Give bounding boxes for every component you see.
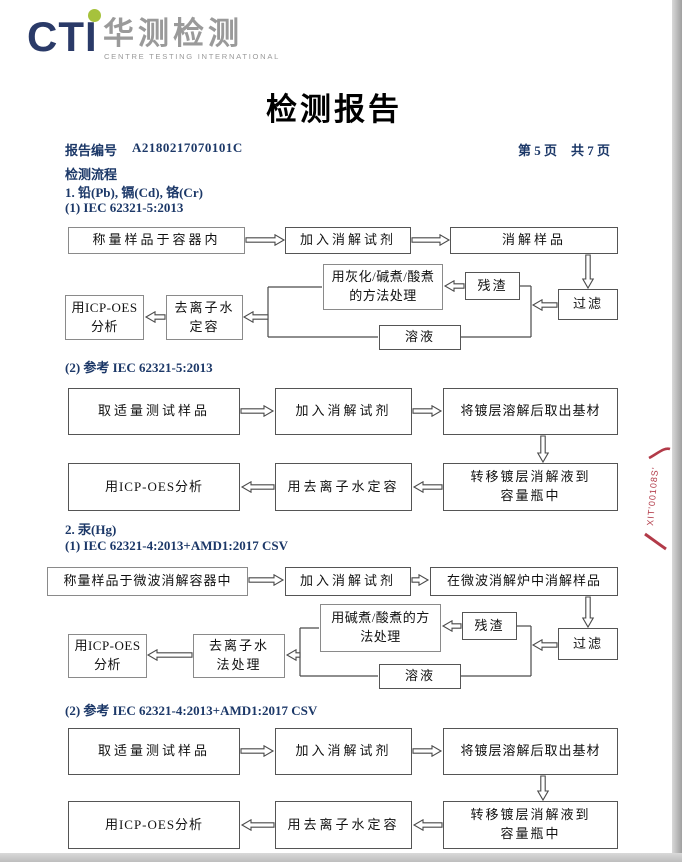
flow-c-box-treat: 用碱煮/酸煮的方法处理 bbox=[320, 604, 441, 652]
hollow-arrow-icon bbox=[240, 744, 275, 758]
flow-a-box-digest: 消解样品 bbox=[450, 227, 618, 254]
flow-a-box-filter: 过滤 bbox=[558, 289, 618, 320]
section-2-method-1: (1) IEC 62321-4:2013+AMD1:2017 CSV bbox=[65, 538, 288, 553]
hollow-arrow-icon bbox=[240, 480, 275, 494]
flow-c-box-add-reagent: 加入消解试剂 bbox=[285, 567, 411, 596]
flow-a-box-add-reagent: 加入消解试剂 bbox=[285, 227, 411, 254]
flow-b-box-add-reagent: 加入消解试剂 bbox=[275, 388, 412, 435]
flow-d-box-dilute: 用去离子水定容 bbox=[275, 801, 412, 849]
flow-a-box-residue: 残渣 bbox=[465, 272, 520, 300]
stamp-arc-bottom bbox=[644, 532, 667, 551]
flow-b-box-analyze: 用ICP-OES分析 bbox=[68, 463, 240, 511]
flow-d-box-dissolve: 将镀层溶解后取出基材 bbox=[443, 728, 618, 775]
red-stamp: XIT'00108S' bbox=[644, 447, 671, 551]
hollow-arrow-icon bbox=[146, 648, 193, 662]
section-1-method-2: (2) 参考 IEC 62321-5:2013 bbox=[65, 360, 213, 375]
logo-english-name: CENTRE TESTING INTERNATIONAL bbox=[104, 52, 281, 61]
flow-a-box-weigh: 称量样品于容器内 bbox=[68, 227, 245, 254]
report-no-label: 报告编号 bbox=[65, 143, 118, 158]
hollow-arrow-icon bbox=[240, 404, 275, 418]
hollow-arrow-icon bbox=[536, 775, 550, 802]
scan-edge-bottom bbox=[0, 853, 682, 862]
stamp-arc-top bbox=[648, 447, 671, 460]
flow-b-box-sample: 取适量测试样品 bbox=[68, 388, 240, 435]
flow-c-box-residue: 残渣 bbox=[462, 612, 517, 640]
logo-chinese-name: 华测检测 bbox=[103, 16, 243, 51]
hollow-arrow-icon bbox=[531, 638, 558, 652]
flow-d-box-transfer: 转移镀层消解液到容量瓶中 bbox=[443, 801, 618, 849]
hollow-arrow-icon bbox=[412, 744, 443, 758]
report-no-value: A2180217070101C bbox=[132, 140, 243, 155]
page-total: 共 7 页 bbox=[571, 143, 611, 158]
flow-b-box-dilute: 用去离子水定容 bbox=[275, 463, 412, 511]
section-2-title: 2. 汞(Hg) bbox=[65, 522, 117, 537]
hollow-arrow-icon bbox=[531, 298, 558, 312]
section-1-method-1: (1) IEC 62321-5:2013 bbox=[65, 200, 184, 215]
flow-b-box-dissolve: 将镀层溶解后取出基材 bbox=[443, 388, 618, 435]
section-2-method-2: (2) 参考 IEC 62321-4:2013+AMD1:2017 CSV bbox=[65, 703, 318, 718]
hollow-arrow-icon bbox=[144, 310, 166, 324]
stamp-text: XIT'00108S' bbox=[645, 466, 660, 526]
hollow-arrow-icon bbox=[412, 480, 443, 494]
hollow-arrow-icon bbox=[411, 233, 451, 247]
cti-logo: CTI bbox=[27, 13, 98, 60]
hollow-arrow-icon bbox=[441, 619, 462, 633]
flow-c-box-solution: 溶液 bbox=[379, 664, 461, 689]
report-title: 检测报告 bbox=[266, 92, 402, 127]
hollow-arrow-icon bbox=[411, 573, 430, 587]
flow-d-box-add-reagent: 加入消解试剂 bbox=[275, 728, 412, 775]
flow-c-box-weigh: 称量样品于微波消解容器中 bbox=[47, 567, 248, 596]
section-1-title: 1. 铅(Pb), 镉(Cd), 铬(Cr) bbox=[65, 185, 203, 200]
hollow-arrow-icon bbox=[412, 404, 443, 418]
flow-c-box-dilute: 去离子水法处理 bbox=[193, 634, 285, 678]
hollow-arrow-icon bbox=[245, 233, 286, 247]
page-current: 第 5 页 bbox=[518, 143, 558, 158]
hollow-arrow-icon bbox=[285, 648, 301, 662]
hollow-arrow-icon bbox=[581, 596, 595, 629]
flow-c-box-digest: 在微波消解炉中消解样品 bbox=[430, 567, 618, 596]
scan-edge-right bbox=[672, 0, 682, 862]
flow-a-box-treat: 用灰化/碱煮/酸煮的方法处理 bbox=[323, 264, 443, 310]
flow-a-box-solution: 溶液 bbox=[379, 325, 461, 350]
hollow-arrow-icon bbox=[443, 279, 465, 293]
hollow-arrow-icon bbox=[581, 254, 595, 290]
hollow-arrow-icon bbox=[242, 310, 269, 324]
logo-green-dot-icon bbox=[88, 9, 101, 22]
hollow-arrow-icon bbox=[412, 818, 443, 832]
hollow-arrow-icon bbox=[536, 435, 550, 464]
hollow-arrow-icon bbox=[240, 818, 275, 832]
page-indicator: 第 5 页共 7 页 bbox=[518, 140, 624, 159]
hollow-arrow-icon bbox=[248, 573, 285, 587]
flow-a-box-dilute: 去离子水定容 bbox=[166, 295, 243, 340]
flow-d-box-sample: 取适量测试样品 bbox=[68, 728, 240, 775]
section-flow-title: 检测流程 bbox=[65, 167, 118, 182]
flow-c-box-filter: 过滤 bbox=[558, 628, 618, 660]
flow-b-box-transfer: 转移镀层消解液到容量瓶中 bbox=[443, 463, 618, 511]
flow-d-box-analyze: 用ICP-OES分析 bbox=[68, 801, 240, 849]
